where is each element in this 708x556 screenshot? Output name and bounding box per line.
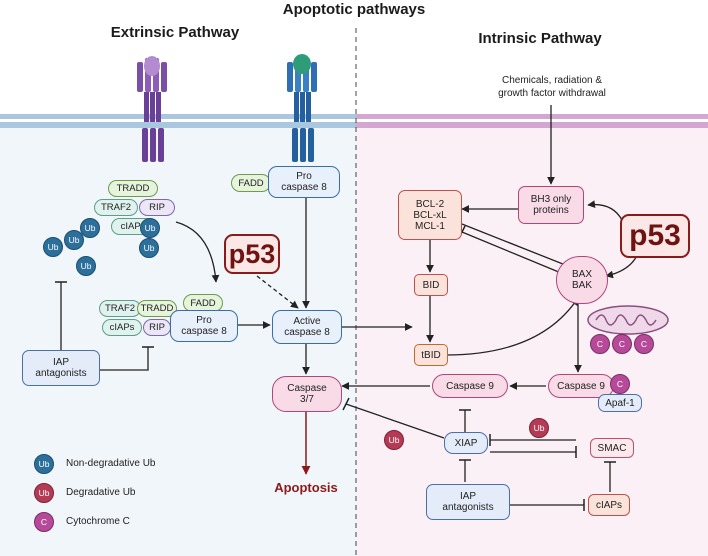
ub-circle: Ub: [43, 237, 63, 257]
legend-cytochrome-c: C: [34, 512, 54, 532]
caspase-3-7-box: Caspase 3/7: [272, 376, 342, 412]
death-receptor-purple-icon: [137, 56, 167, 162]
ub-circle: Ub: [139, 238, 159, 258]
pro-caspase-8-line2: caspase 8: [181, 326, 227, 337]
smac-box: SMAC: [590, 438, 634, 458]
p53-intrinsic: p53: [620, 214, 690, 258]
ciaps-box-right: cIAPs: [588, 494, 630, 516]
inhibit-ciaps-to-smac: [604, 461, 616, 492]
legend-ub-red: Ub: [34, 483, 54, 503]
legend-label: Cytochrome C: [66, 516, 130, 527]
mcl1-label: MCL-1: [414, 220, 445, 232]
membrane-left: [0, 114, 356, 128]
ciaps-box-2: cIAPs: [102, 319, 142, 336]
inhibit-iap-antag-to-xiap: [459, 459, 471, 482]
fadd-box: FADD: [231, 174, 271, 192]
iap-antagonists-line2: antagonists: [442, 502, 494, 513]
traf2-box-2: TRAF2: [99, 300, 141, 317]
cytochrome-c-circle: C: [612, 334, 632, 354]
legend-label: Degradative Ub: [66, 487, 136, 498]
caspase-3-7-line1: Caspase: [287, 383, 327, 394]
ub-circle: Ub: [80, 218, 100, 238]
tbid-box: tBID: [414, 344, 448, 366]
inhibit-xiap-to-caspase9: [459, 409, 471, 432]
bh3-line2: proteins: [533, 205, 569, 216]
legend-ub-blue: Ub: [34, 454, 54, 474]
pro-caspase-8-line1: Pro: [296, 171, 312, 182]
pro-caspase-8-box: Pro caspase 8: [268, 166, 340, 198]
inhibit-xiap-to-smac: [490, 446, 577, 458]
bcl2-label: BCL-2: [415, 198, 445, 210]
arrow-p53-to-active-dashed: [256, 275, 299, 309]
tradd-box: TRADD: [108, 180, 158, 197]
xiap-box: XIAP: [444, 432, 488, 454]
iap-antagonists-line1: IAP: [459, 491, 477, 502]
bax-label: BAX: [571, 269, 592, 280]
inhibit-smac-to-xiap: [489, 434, 576, 446]
traf2-box: TRAF2: [94, 199, 138, 216]
rip-box-2: RIP: [143, 319, 171, 336]
ub-degradative-circle: Ub: [529, 418, 549, 438]
extrinsic-title: Extrinsic Pathway: [110, 24, 240, 41]
bax-bak-box: BAX BAK: [556, 256, 608, 304]
caspase-3-7-line2: 3/7: [300, 394, 314, 405]
legend-label: Non-degradative Ub: [66, 458, 156, 469]
ub-circle: Ub: [140, 218, 160, 238]
active-caspase-8-line2: caspase 8: [284, 327, 330, 338]
bh3-only-box: BH3 only proteins: [518, 186, 584, 224]
cytochrome-c-circle: C: [634, 334, 654, 354]
apaf1-box: Apaf-1: [598, 394, 642, 412]
stimulus-label: Chemicals, radiation & growth factor wit…: [470, 74, 634, 100]
inhibit-iap-antag-to-ciaps: [100, 346, 154, 371]
ub-circle: Ub: [64, 230, 84, 250]
active-caspase-8-box: Active caspase 8: [272, 310, 342, 344]
bak-label: BAK: [571, 280, 592, 291]
stimulus-line2: growth factor withdrawal: [498, 88, 606, 99]
membrane-right: [356, 114, 708, 128]
active-caspase-8-line1: Active: [293, 316, 321, 327]
caspase-9-box-center: Caspase 9: [432, 374, 508, 398]
bid-box: BID: [414, 274, 448, 296]
bh3-line1: BH3 only: [530, 194, 572, 205]
pro-caspase-8-line2: caspase 8: [281, 182, 327, 193]
apoptosis-label: Apoptosis: [274, 480, 338, 495]
stimulus-line1: Chemicals, radiation &: [501, 75, 603, 86]
iap-antagonists-box-right: IAP antagonists: [426, 484, 510, 520]
bclxl-label: BCL-xL: [413, 209, 447, 221]
inhibit-iap-antag-to-ciaps-right: [510, 499, 585, 511]
pro-caspase-8-box-2: Pro caspase 8: [170, 310, 238, 342]
p53-extrinsic: p53: [224, 234, 280, 274]
iap-antagonists-line1: IAP: [52, 357, 70, 368]
arrow-p53-to-bh3: [587, 200, 623, 221]
inhibit-iap-antag-to-ub: [55, 281, 67, 350]
arrow-complex1-to-complex2: [175, 221, 220, 283]
pro-caspase-8-line1: Pro: [196, 315, 212, 326]
iap-antagonists-box-left: IAP antagonists: [22, 350, 100, 386]
inhibit-xiap-to-caspase37: [342, 397, 445, 439]
tradd-box-2: TRADD: [137, 300, 177, 317]
death-receptor-blue-icon: [287, 54, 317, 162]
diagram-title: Apoptotic pathways: [282, 1, 426, 18]
bcl2-family-box: BCL-2 BCL-xL MCL-1: [398, 190, 462, 240]
intrinsic-title: Intrinsic Pathway: [478, 30, 602, 47]
cytochrome-c-circle: C: [610, 374, 630, 394]
cytochrome-c-circle: C: [590, 334, 610, 354]
mitochondrion-icon: [587, 305, 669, 335]
arrow-tbid-to-bax: [445, 297, 579, 356]
iap-antagonists-line2: antagonists: [35, 368, 87, 379]
ub-circle: Ub: [76, 256, 96, 276]
rip-box: RIP: [139, 199, 175, 216]
ub-degradative-circle: Ub: [384, 430, 404, 450]
